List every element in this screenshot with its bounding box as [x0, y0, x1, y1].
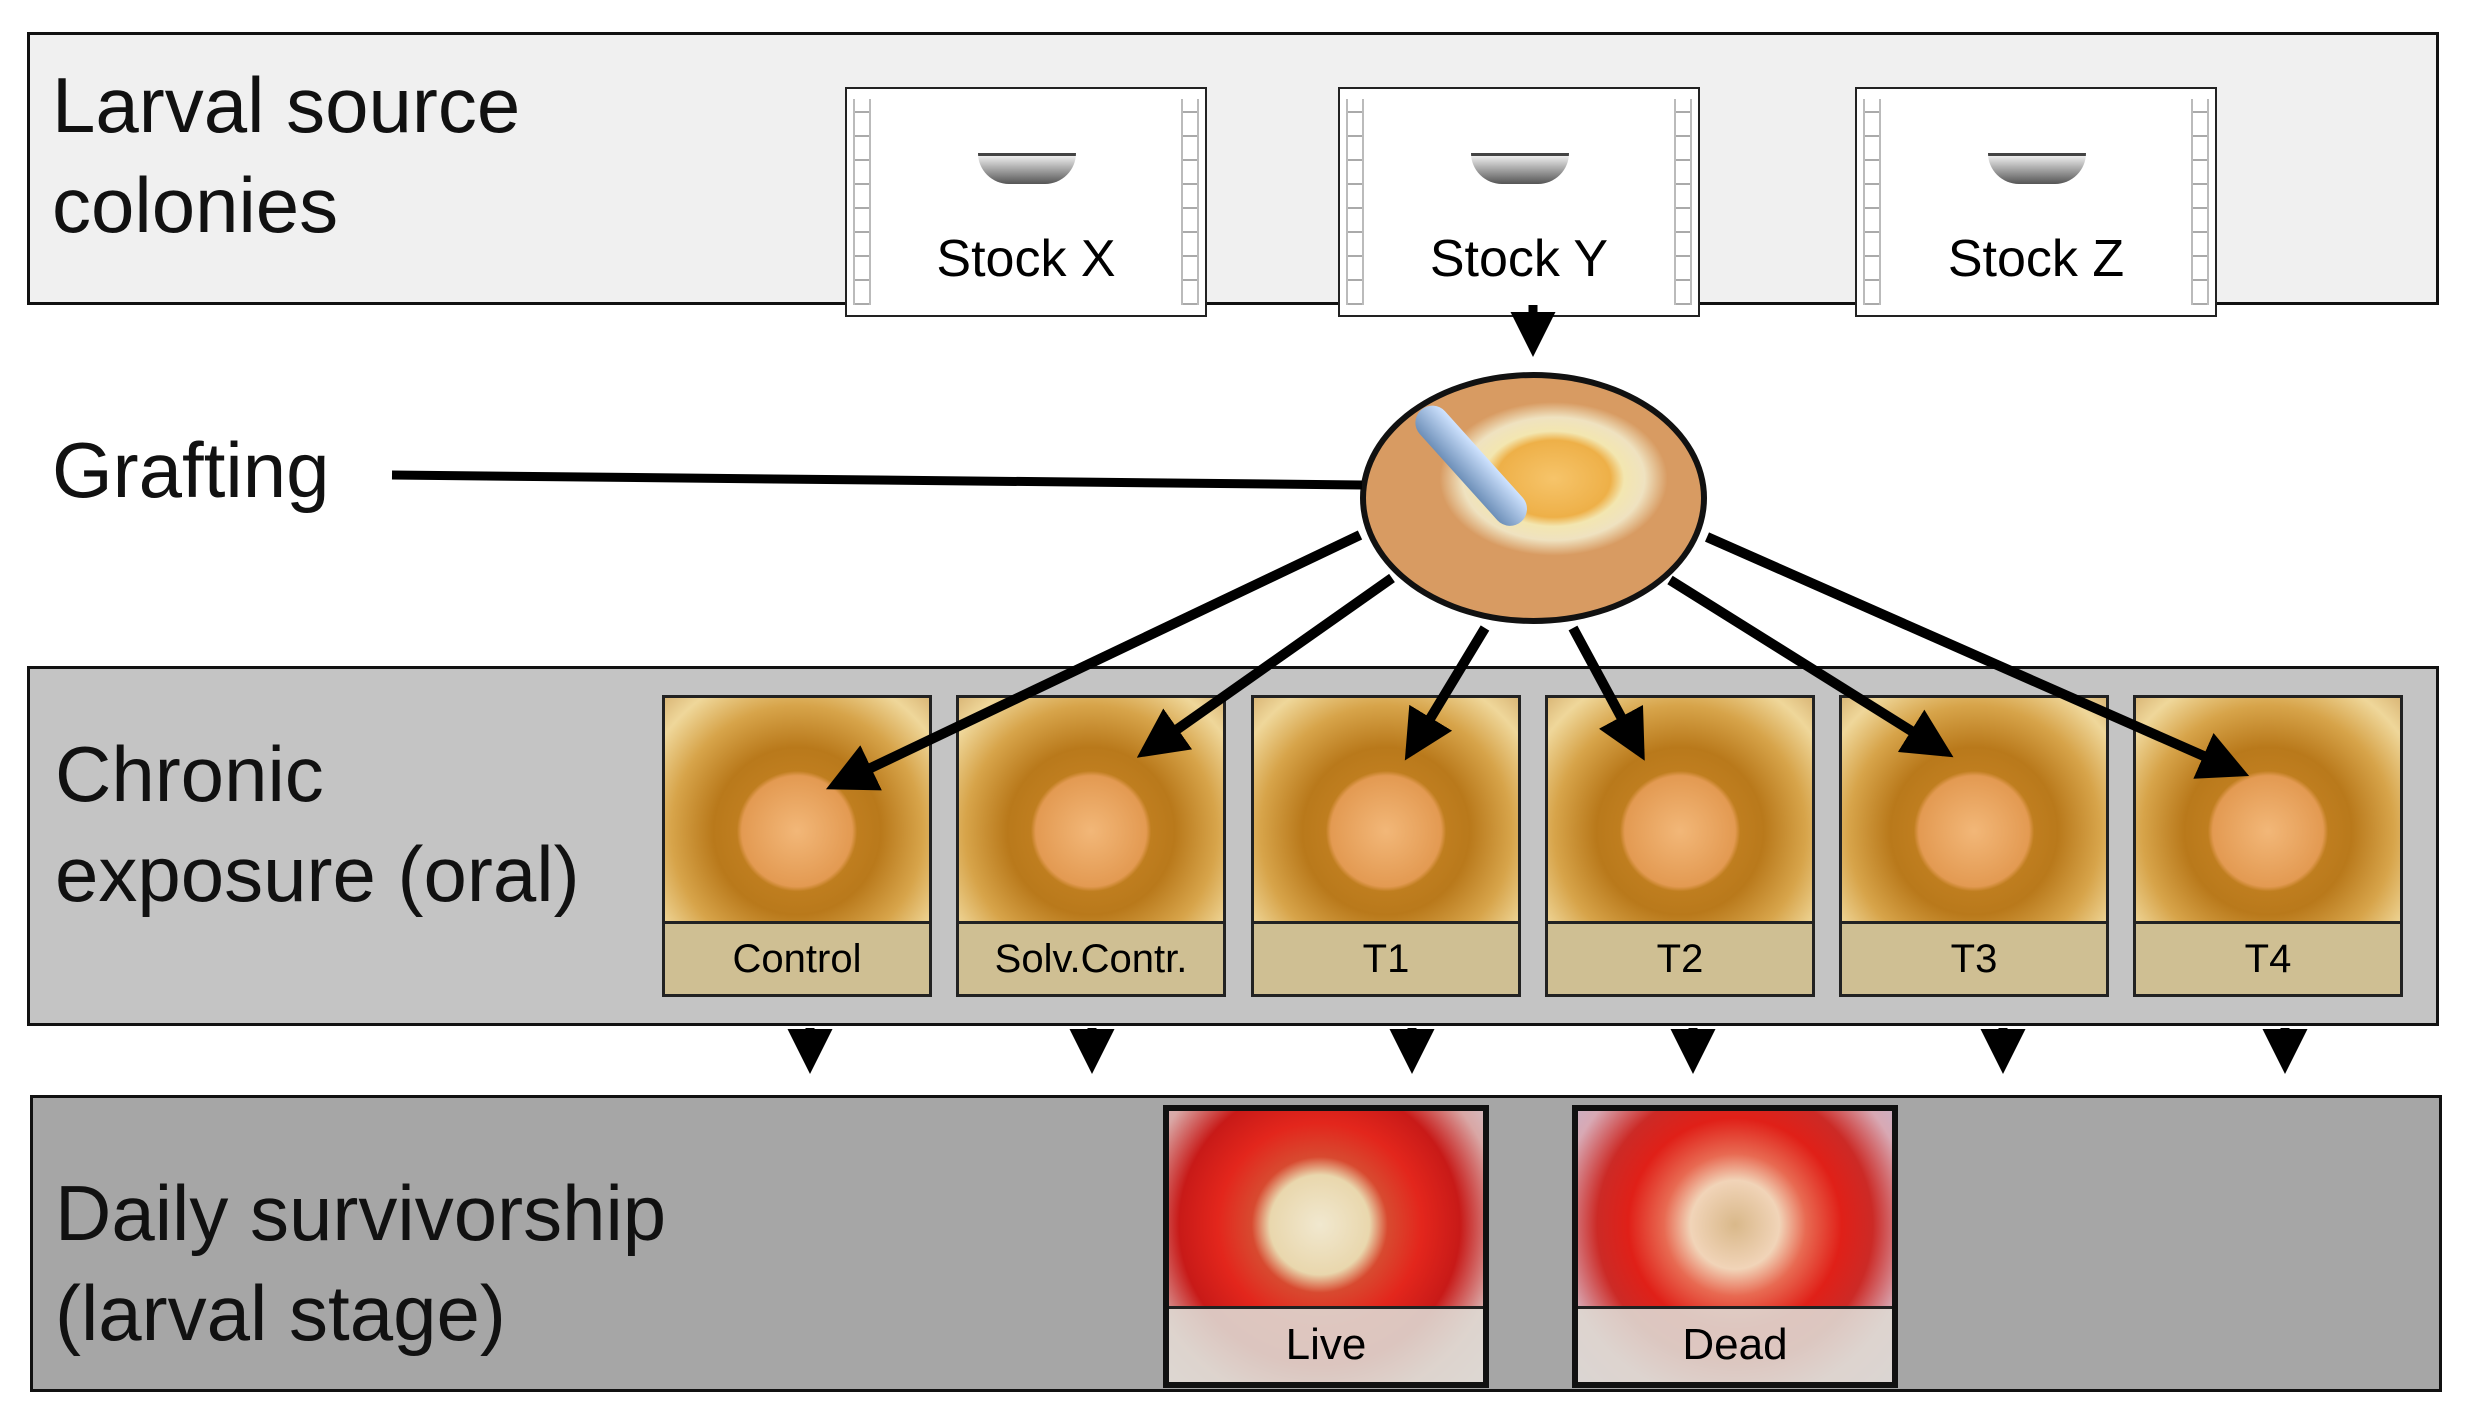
hive-frame-rail — [1674, 99, 1692, 305]
live-larva-photo: Live — [1163, 1105, 1489, 1388]
arrow-to-control — [825, 530, 1363, 791]
treatment-label: T3 — [1842, 921, 2106, 994]
treatment-label: T4 — [2136, 921, 2400, 994]
treatment-cell-solvent-control: Solv.Contr. — [956, 695, 1226, 997]
stock-y-hive: Stock Y — [1338, 87, 1700, 317]
treatment-label: Solv.Contr. — [959, 921, 1223, 994]
hive-frame-rail — [853, 99, 871, 305]
treatment-cell-control: Control — [662, 695, 932, 997]
stock-z-label: Stock Z — [1947, 230, 2125, 288]
dead-larva-photo: Dead — [1572, 1105, 1898, 1388]
treatment-cell-t3: T3 — [1839, 695, 2109, 997]
hive-frame-rail — [1181, 99, 1199, 305]
chronic-exposure-label: Chronic exposure (oral) — [55, 730, 580, 918]
grafting-connector-line — [391, 470, 1363, 490]
queen-cup-icon — [978, 153, 1076, 184]
grafting-label: Grafting — [52, 426, 330, 514]
survivorship-label: Daily survivorship (larval stage) — [55, 1169, 667, 1357]
arrow-to-t1 — [1404, 625, 1490, 761]
queen-cup-icon — [1471, 153, 1569, 184]
arrow-to-t4 — [1704, 532, 2250, 779]
live-label: Live — [1169, 1306, 1483, 1382]
treatment-label: T2 — [1548, 921, 1812, 994]
arrow-to-t3 — [1667, 575, 1954, 758]
dead-label: Dead — [1578, 1306, 1892, 1382]
stock-y-label: Stock Y — [1429, 230, 1609, 288]
treatment-cell-t1: T1 — [1251, 695, 1521, 997]
arrow-to-t2 — [1568, 625, 1645, 761]
stock-x-label: Stock X — [936, 230, 1116, 288]
source-colonies-label: Larval source colonies — [52, 61, 521, 249]
source-colonies-panel: Larval source colonies Stock X Stock Y S… — [27, 32, 2439, 317]
grafting-photo — [1360, 372, 1707, 624]
hive-frame-rail — [1863, 99, 1881, 305]
treatment-label: Control — [665, 921, 929, 994]
arrow-to-solv-contr — [1136, 573, 1395, 758]
stock-z-hive: Stock Z — [1855, 87, 2217, 317]
hive-frame-rail — [2191, 99, 2209, 305]
stock-x-hive: Stock X — [845, 87, 1207, 317]
treatment-label: T1 — [1254, 921, 1518, 994]
hive-frame-rail — [1346, 99, 1364, 305]
treatment-cell-t2: T2 — [1545, 695, 1815, 997]
queen-cup-icon — [1988, 153, 2086, 184]
